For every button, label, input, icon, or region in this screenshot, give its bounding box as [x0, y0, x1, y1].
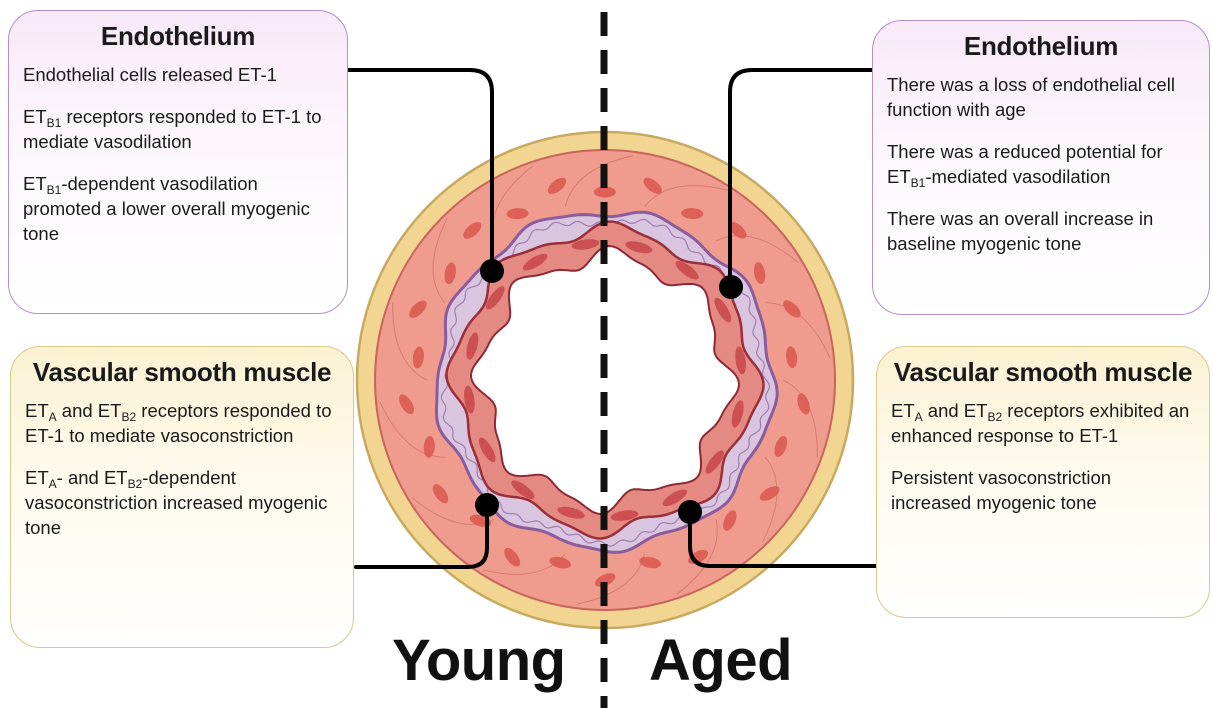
subscript: A [915, 410, 923, 424]
subscript: B2 [121, 410, 136, 424]
aged-endothelium-box: Endothelium There was a loss of endothel… [872, 20, 1210, 315]
marker-aged-endothelium [719, 275, 743, 299]
point-text: ETB1 receptors responded to ET-1 to medi… [23, 104, 333, 154]
point-text: Persistent vasoconstriction increased my… [891, 465, 1195, 515]
aged-endothelium-title: Endothelium [887, 31, 1195, 62]
text-run: Persistent vasoconstriction increased my… [891, 467, 1111, 513]
text-run: There was a loss of endothelial cell fun… [887, 74, 1175, 120]
subscript: A [49, 410, 57, 424]
text-run: -dependent vasodilation promoted a lower… [23, 173, 310, 244]
smooth-muscle-cell [594, 187, 616, 198]
text-run: ET [23, 173, 47, 194]
text-run: and ET [57, 400, 122, 421]
text-run: receptors responded to ET-1 to mediate v… [23, 106, 322, 152]
text-run: and ET [923, 400, 988, 421]
subscript: B2 [987, 410, 1002, 424]
text-run: There was an overall increase in baselin… [887, 208, 1153, 254]
text-run: - and ET [57, 467, 128, 488]
young-endothelium-title: Endothelium [23, 21, 333, 52]
marker-young-muscle [475, 493, 499, 517]
subscript: B1 [47, 116, 62, 130]
young-label: Young [392, 627, 566, 694]
subscript: B1 [47, 183, 62, 197]
young-smooth-muscle-title: Vascular smooth muscle [25, 357, 339, 388]
text-run: ET [23, 106, 47, 127]
marker-aged-muscle [678, 500, 702, 524]
aged-endothelium-points: There was a loss of endothelial cell fun… [887, 72, 1195, 256]
text-run: -mediated vasodilation [925, 166, 1110, 187]
young-smooth-muscle-box: Vascular smooth muscle ETA and ETB2 rece… [10, 346, 354, 648]
point-text: ETB1-dependent vasodilation promoted a l… [23, 171, 333, 246]
subscript: B1 [911, 176, 926, 190]
point-text: ETA- and ETB2-dependent vasoconstriction… [25, 465, 339, 540]
aged-smooth-muscle-points: ETA and ETB2 receptors exhibited an enha… [891, 398, 1195, 515]
young-endothelium-box: Endothelium Endothelial cells released E… [8, 10, 348, 314]
point-text: There was an overall increase in baselin… [887, 206, 1195, 256]
text-run: ET [25, 467, 49, 488]
point-text: ETA and ETB2 receptors responded to ET-1… [25, 398, 339, 448]
aged-smooth-muscle-box: Vascular smooth muscle ETA and ETB2 rece… [876, 346, 1210, 618]
point-text: ETA and ETB2 receptors exhibited an enha… [891, 398, 1195, 448]
text-run: ET [25, 400, 49, 421]
text-run: Endothelial cells released ET-1 [23, 64, 277, 85]
text-run: ET [891, 400, 915, 421]
young-smooth-muscle-points: ETA and ETB2 receptors responded to ET-1… [25, 398, 339, 540]
subscript: B2 [128, 477, 143, 491]
aged-smooth-muscle-title: Vascular smooth muscle [891, 357, 1195, 388]
point-text: Endothelial cells released ET-1 [23, 62, 333, 87]
point-text: There was a loss of endothelial cell fun… [887, 72, 1195, 122]
point-text: There was a reduced potential for ETB1-m… [887, 139, 1195, 189]
aged-label: Aged [649, 627, 792, 694]
subscript: A [49, 477, 57, 491]
marker-young-endothelium [480, 259, 504, 283]
